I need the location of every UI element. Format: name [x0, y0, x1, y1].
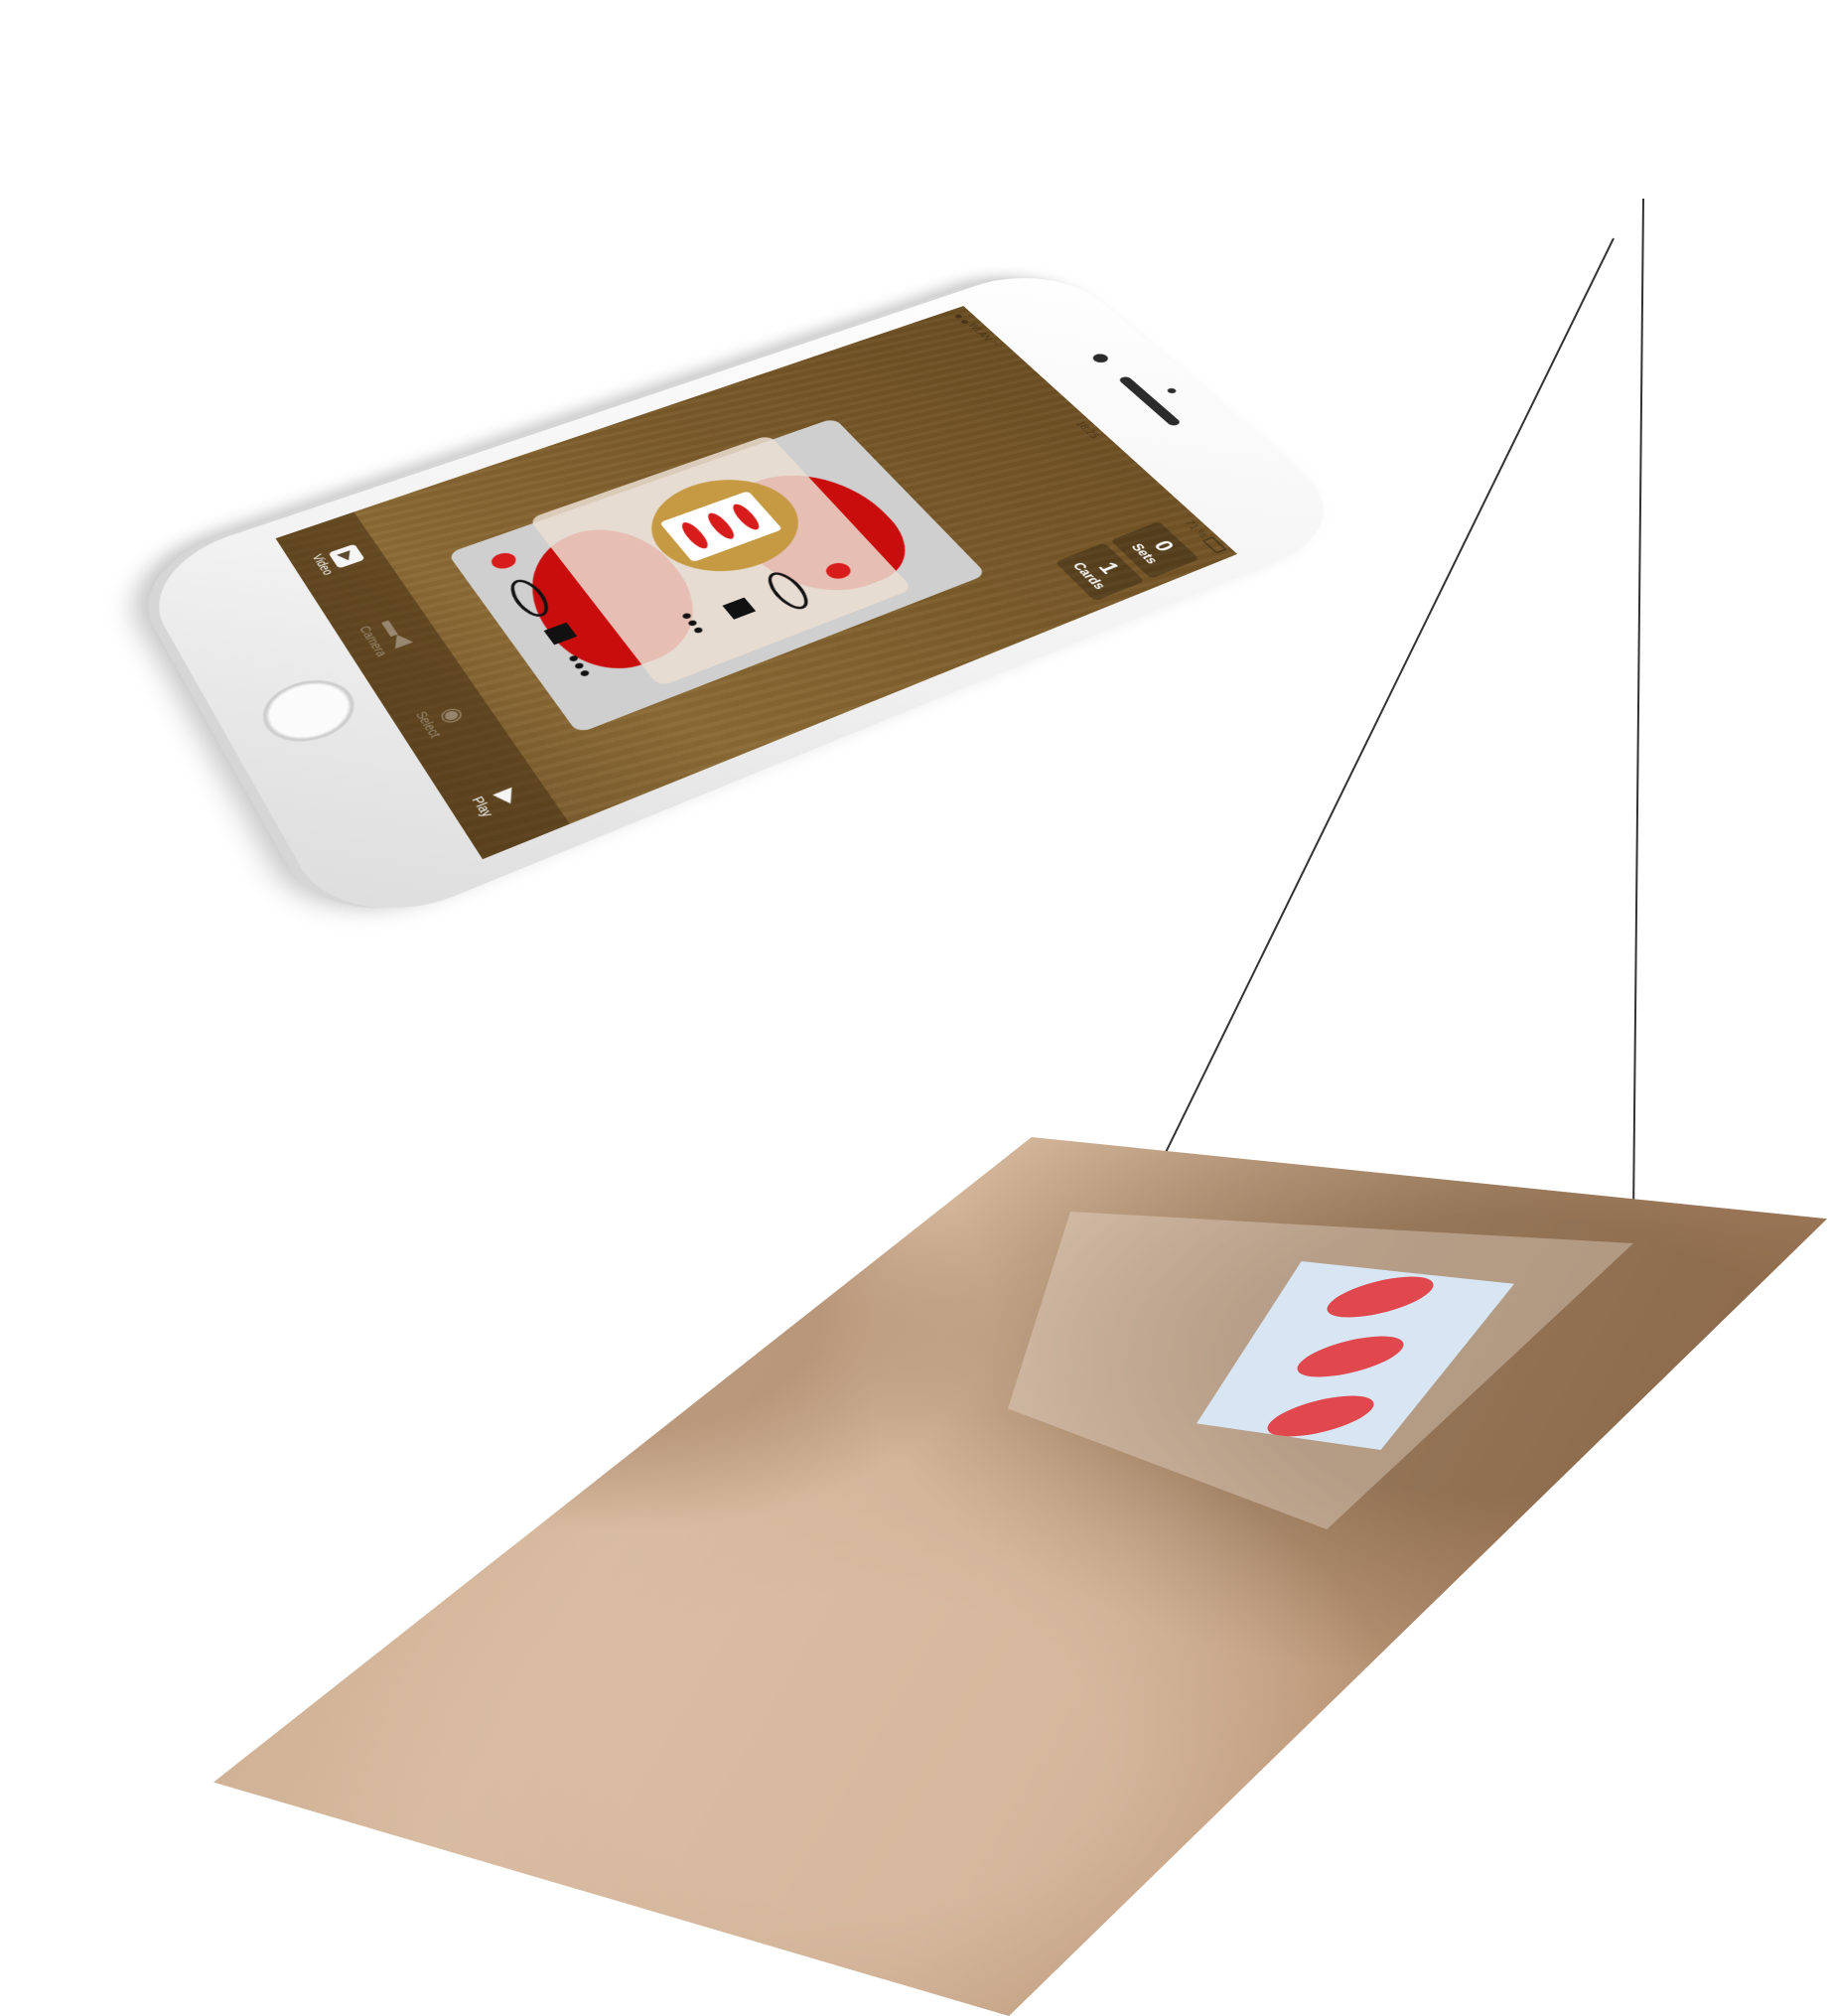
wave-icon	[703, 510, 739, 541]
tab-camera[interactable]: ▬◀ Camera	[356, 613, 422, 658]
app-screen: WLAN ◠ 18:25 71 % 0 Sets 1 Cards	[275, 306, 1238, 860]
dots-icon: •••	[556, 648, 605, 684]
iphone-device: WLAN ◠ 18:25 71 % 0 Sets 1 Cards	[131, 260, 1364, 942]
home-button[interactable]	[250, 668, 368, 754]
red-dot-icon	[821, 560, 855, 582]
play-icon: ▶	[490, 784, 528, 808]
play-square-icon: ▶	[328, 543, 366, 569]
tab-select[interactable]: ◉ Select	[412, 697, 476, 740]
tab-play[interactable]: ▶ Play	[469, 782, 530, 819]
dots-icon: •••	[669, 607, 718, 641]
square-icon	[722, 597, 757, 620]
tab-video[interactable]: ▶ Video	[309, 542, 366, 577]
proximity-sensor	[1166, 387, 1179, 394]
front-camera-icon	[1089, 352, 1111, 364]
target-icon: ◉	[435, 702, 473, 727]
wifi-icon: ◠	[986, 340, 1001, 348]
earpiece-speaker	[1117, 375, 1183, 427]
wave-icon	[677, 519, 713, 551]
red-dot-icon	[488, 550, 520, 572]
wave-icon	[729, 502, 765, 532]
squiggle-icon	[760, 568, 816, 614]
phone-stage: WLAN ◠ 18:25 71 % 0 Sets 1 Cards	[0, 0, 1831, 993]
